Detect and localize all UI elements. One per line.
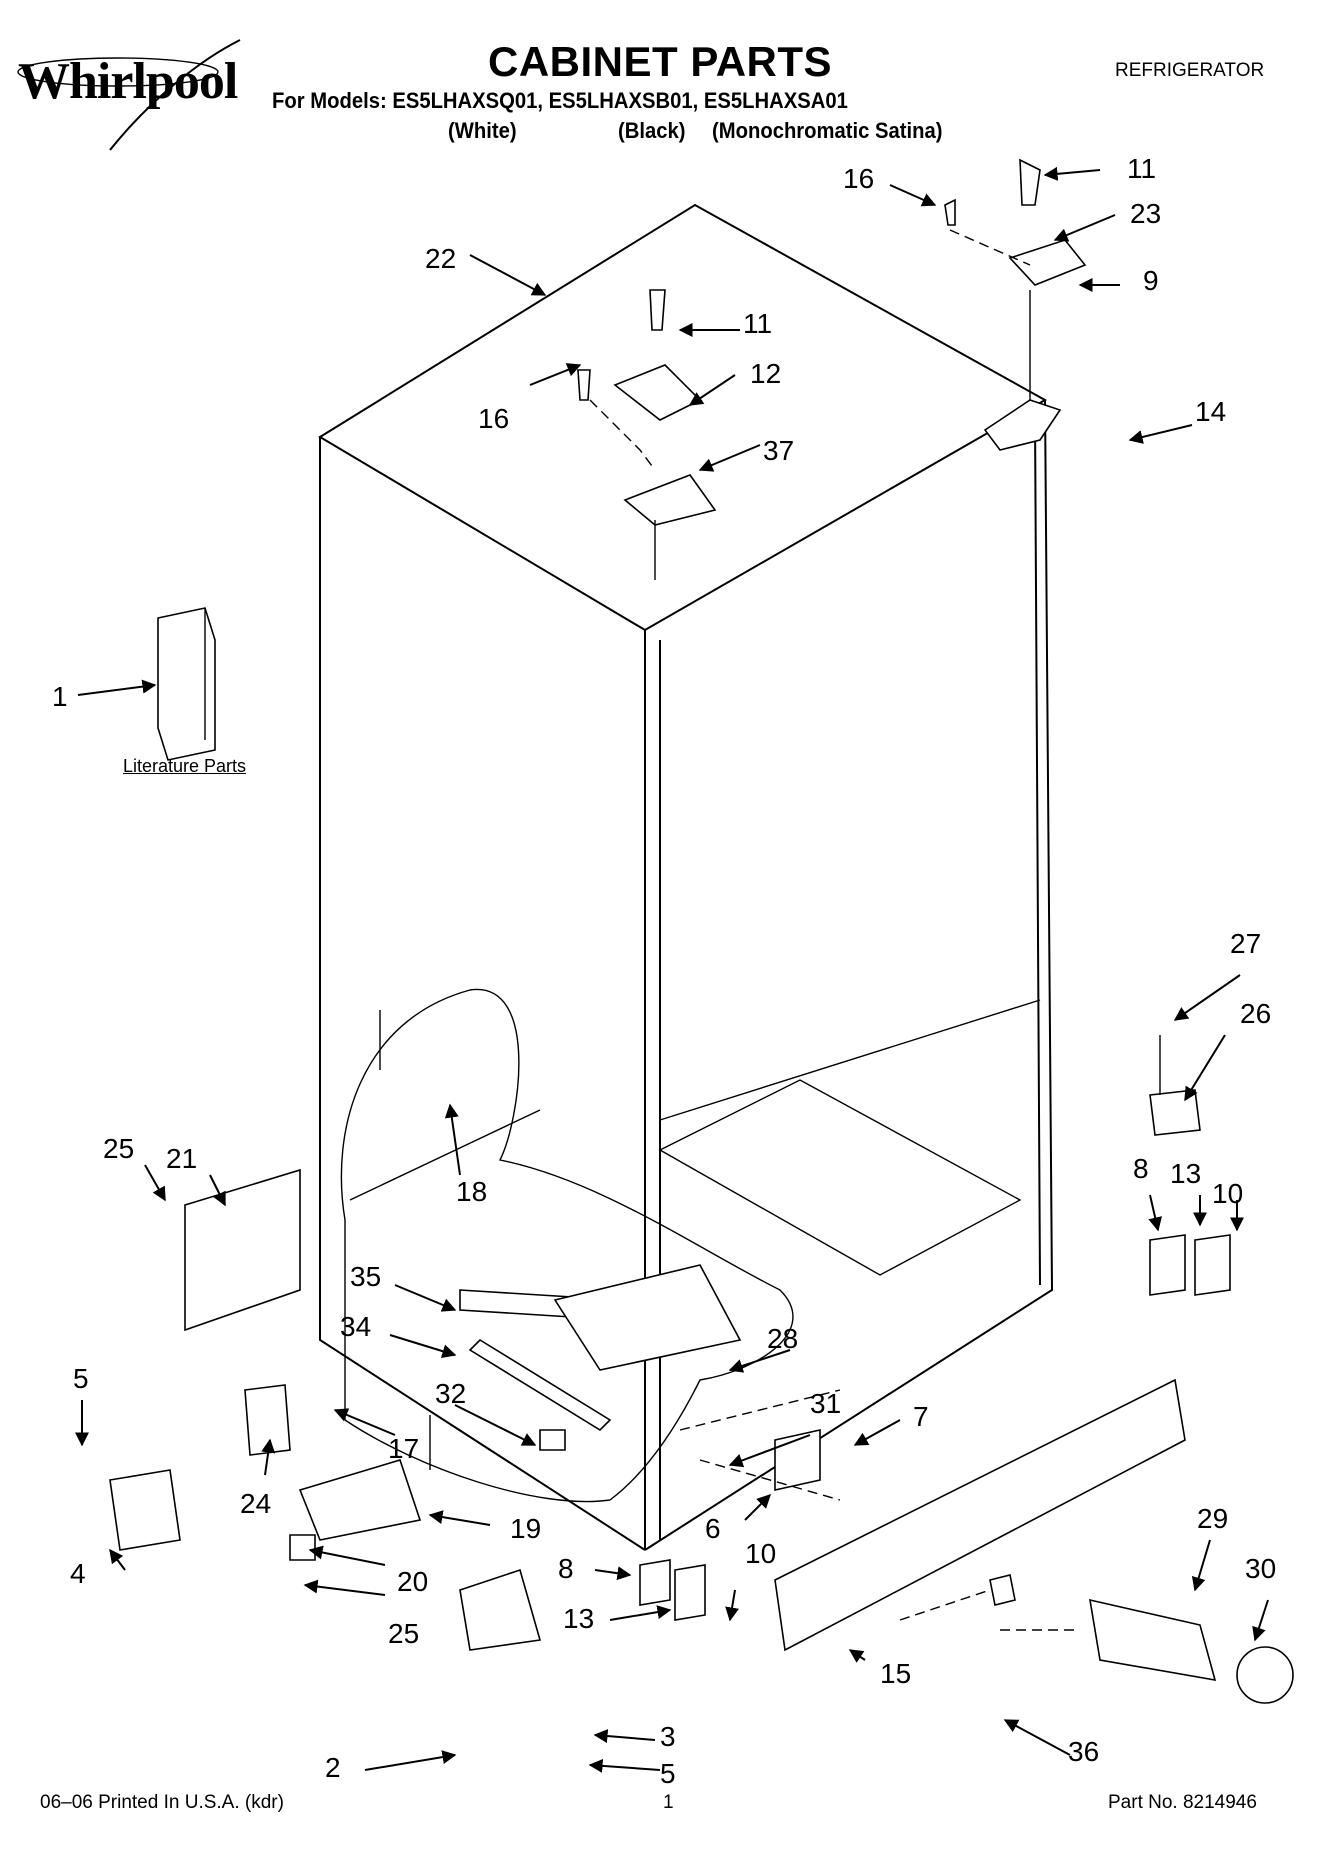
part-number: Part No. 8214946 (1108, 1792, 1257, 1813)
variant-satina: (Monochromatic Satina) (712, 118, 943, 143)
literature-parts-label: Literature Parts (123, 756, 247, 776)
callout-10b: 10 (1212, 1178, 1244, 1209)
literature-book (157, 607, 216, 761)
leveling-bracket (244, 1384, 291, 1456)
callout-21: 21 (166, 1143, 198, 1174)
callout-35: 35 (350, 1261, 382, 1292)
callout-13a: 13 (563, 1603, 595, 1634)
cover (774, 1429, 821, 1491)
callout-30: 30 (1245, 1553, 1277, 1584)
callout-8a: 8 (558, 1553, 574, 1584)
model-list: For Models: ES5LHAXSQ01, ES5LHAXSB01, ES… (272, 88, 848, 113)
front-roller-left (109, 1469, 181, 1551)
callout-25b: 25 (388, 1618, 420, 1649)
callout-11a: 11 (1127, 153, 1157, 184)
callout-18: 18 (456, 1176, 488, 1207)
callout-36: 36 (1068, 1736, 1100, 1767)
callout-14: 14 (1195, 396, 1227, 427)
callout-19: 19 (510, 1513, 542, 1544)
callout-17: 17 (388, 1433, 420, 1464)
callout-32: 32 (435, 1378, 467, 1409)
logo-swirl-icon (17, 39, 241, 151)
cutaway-outline (340, 989, 794, 1503)
cabinet-body (318, 203, 1054, 1551)
bypass-plug (989, 1574, 1016, 1606)
hinge-plate-right (1149, 1234, 1186, 1296)
callout-34: 34 (340, 1311, 372, 1342)
callout-5a: 5 (73, 1363, 89, 1394)
callout-22: 22 (425, 243, 457, 274)
callout-37: 37 (763, 435, 795, 466)
callout-11b: 11 (743, 308, 773, 339)
callout-15: 15 (880, 1658, 912, 1689)
page-number: 1 (663, 1792, 674, 1813)
hinge-plate (639, 1559, 671, 1606)
callout-13b: 13 (1170, 1158, 1202, 1189)
top-hinge-right (944, 158, 1087, 451)
drain-hose (298, 1459, 422, 1541)
hose-clip (289, 1534, 316, 1561)
callout-6: 6 (705, 1513, 721, 1544)
top-hinge-left (577, 289, 717, 526)
side-grille (184, 1168, 301, 1332)
callout-1: 1 (52, 681, 68, 712)
callout-20: 20 (397, 1566, 429, 1597)
callout-23: 23 (1130, 198, 1162, 229)
shim (1149, 1089, 1201, 1136)
callout-12: 12 (750, 358, 782, 389)
callout-26: 26 (1240, 998, 1272, 1029)
variant-white: (White) (448, 118, 517, 143)
callout-31: 31 (810, 1388, 842, 1419)
lower-parts (109, 1089, 1294, 1704)
callout-9: 9 (1143, 265, 1159, 296)
front-roller-right (459, 1568, 542, 1651)
drain-assembly (553, 1264, 742, 1371)
callout-3: 3 (660, 1721, 676, 1752)
rod-2 (468, 1338, 612, 1432)
callout-25a: 25 (103, 1133, 135, 1164)
callout-24: 24 (240, 1488, 272, 1519)
page-title: CABINET PARTS (488, 38, 833, 85)
water-filter (1089, 1598, 1217, 1682)
print-info: 06–06 Printed In U.S.A. (kdr) (40, 1792, 284, 1813)
callout-10a: 10 (745, 1538, 777, 1569)
hinge-bracket-right (1194, 1234, 1231, 1296)
callout-8b: 8 (1133, 1153, 1149, 1184)
callout-29: 29 (1197, 1503, 1229, 1534)
callout-16b: 16 (478, 403, 510, 434)
callout-2: 2 (325, 1752, 341, 1783)
variant-black: (Black) (618, 118, 686, 143)
base-grille (774, 1378, 1186, 1652)
callout-27: 27 (1230, 928, 1262, 959)
filter-cap (1236, 1646, 1294, 1704)
callout-arrows (75, 166, 1269, 1773)
callout-16a: 16 (843, 163, 875, 194)
callout-28: 28 (767, 1323, 799, 1354)
callout-5b: 5 (660, 1758, 676, 1789)
appliance-category: REFRIGERATOR (1115, 60, 1265, 81)
callout-7: 7 (913, 1401, 929, 1432)
clip (539, 1429, 566, 1451)
hinge-bracket (674, 1564, 706, 1621)
callout-4: 4 (70, 1558, 86, 1589)
